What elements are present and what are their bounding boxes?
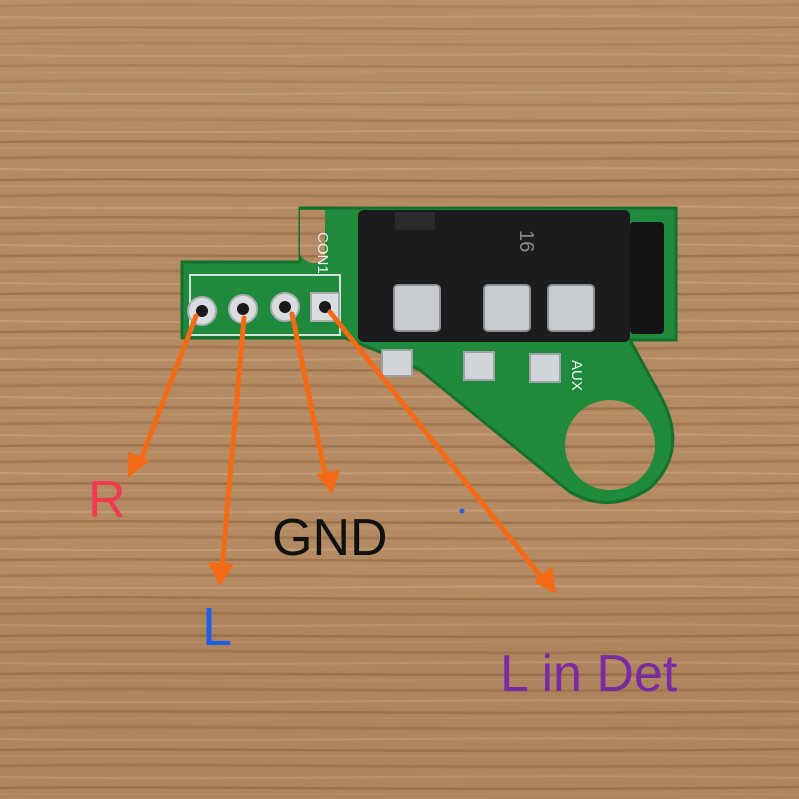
label-r: R (88, 471, 126, 529)
silkscreen-con1: CON1 (314, 232, 331, 274)
label-l-in-det: L in Det (500, 645, 678, 703)
arrow-l-in-det (327, 309, 545, 581)
audio-jack (358, 210, 664, 383)
arrow-gnd (289, 311, 329, 481)
silkscreen-16: 16 (515, 230, 537, 252)
label-l: L (202, 597, 233, 657)
arrow-r (137, 313, 199, 465)
silkscreen-aux: AUX (568, 360, 585, 391)
label-gnd: GND (272, 509, 388, 567)
arrow-l (219, 315, 247, 571)
pin-arrows (128, 309, 556, 594)
